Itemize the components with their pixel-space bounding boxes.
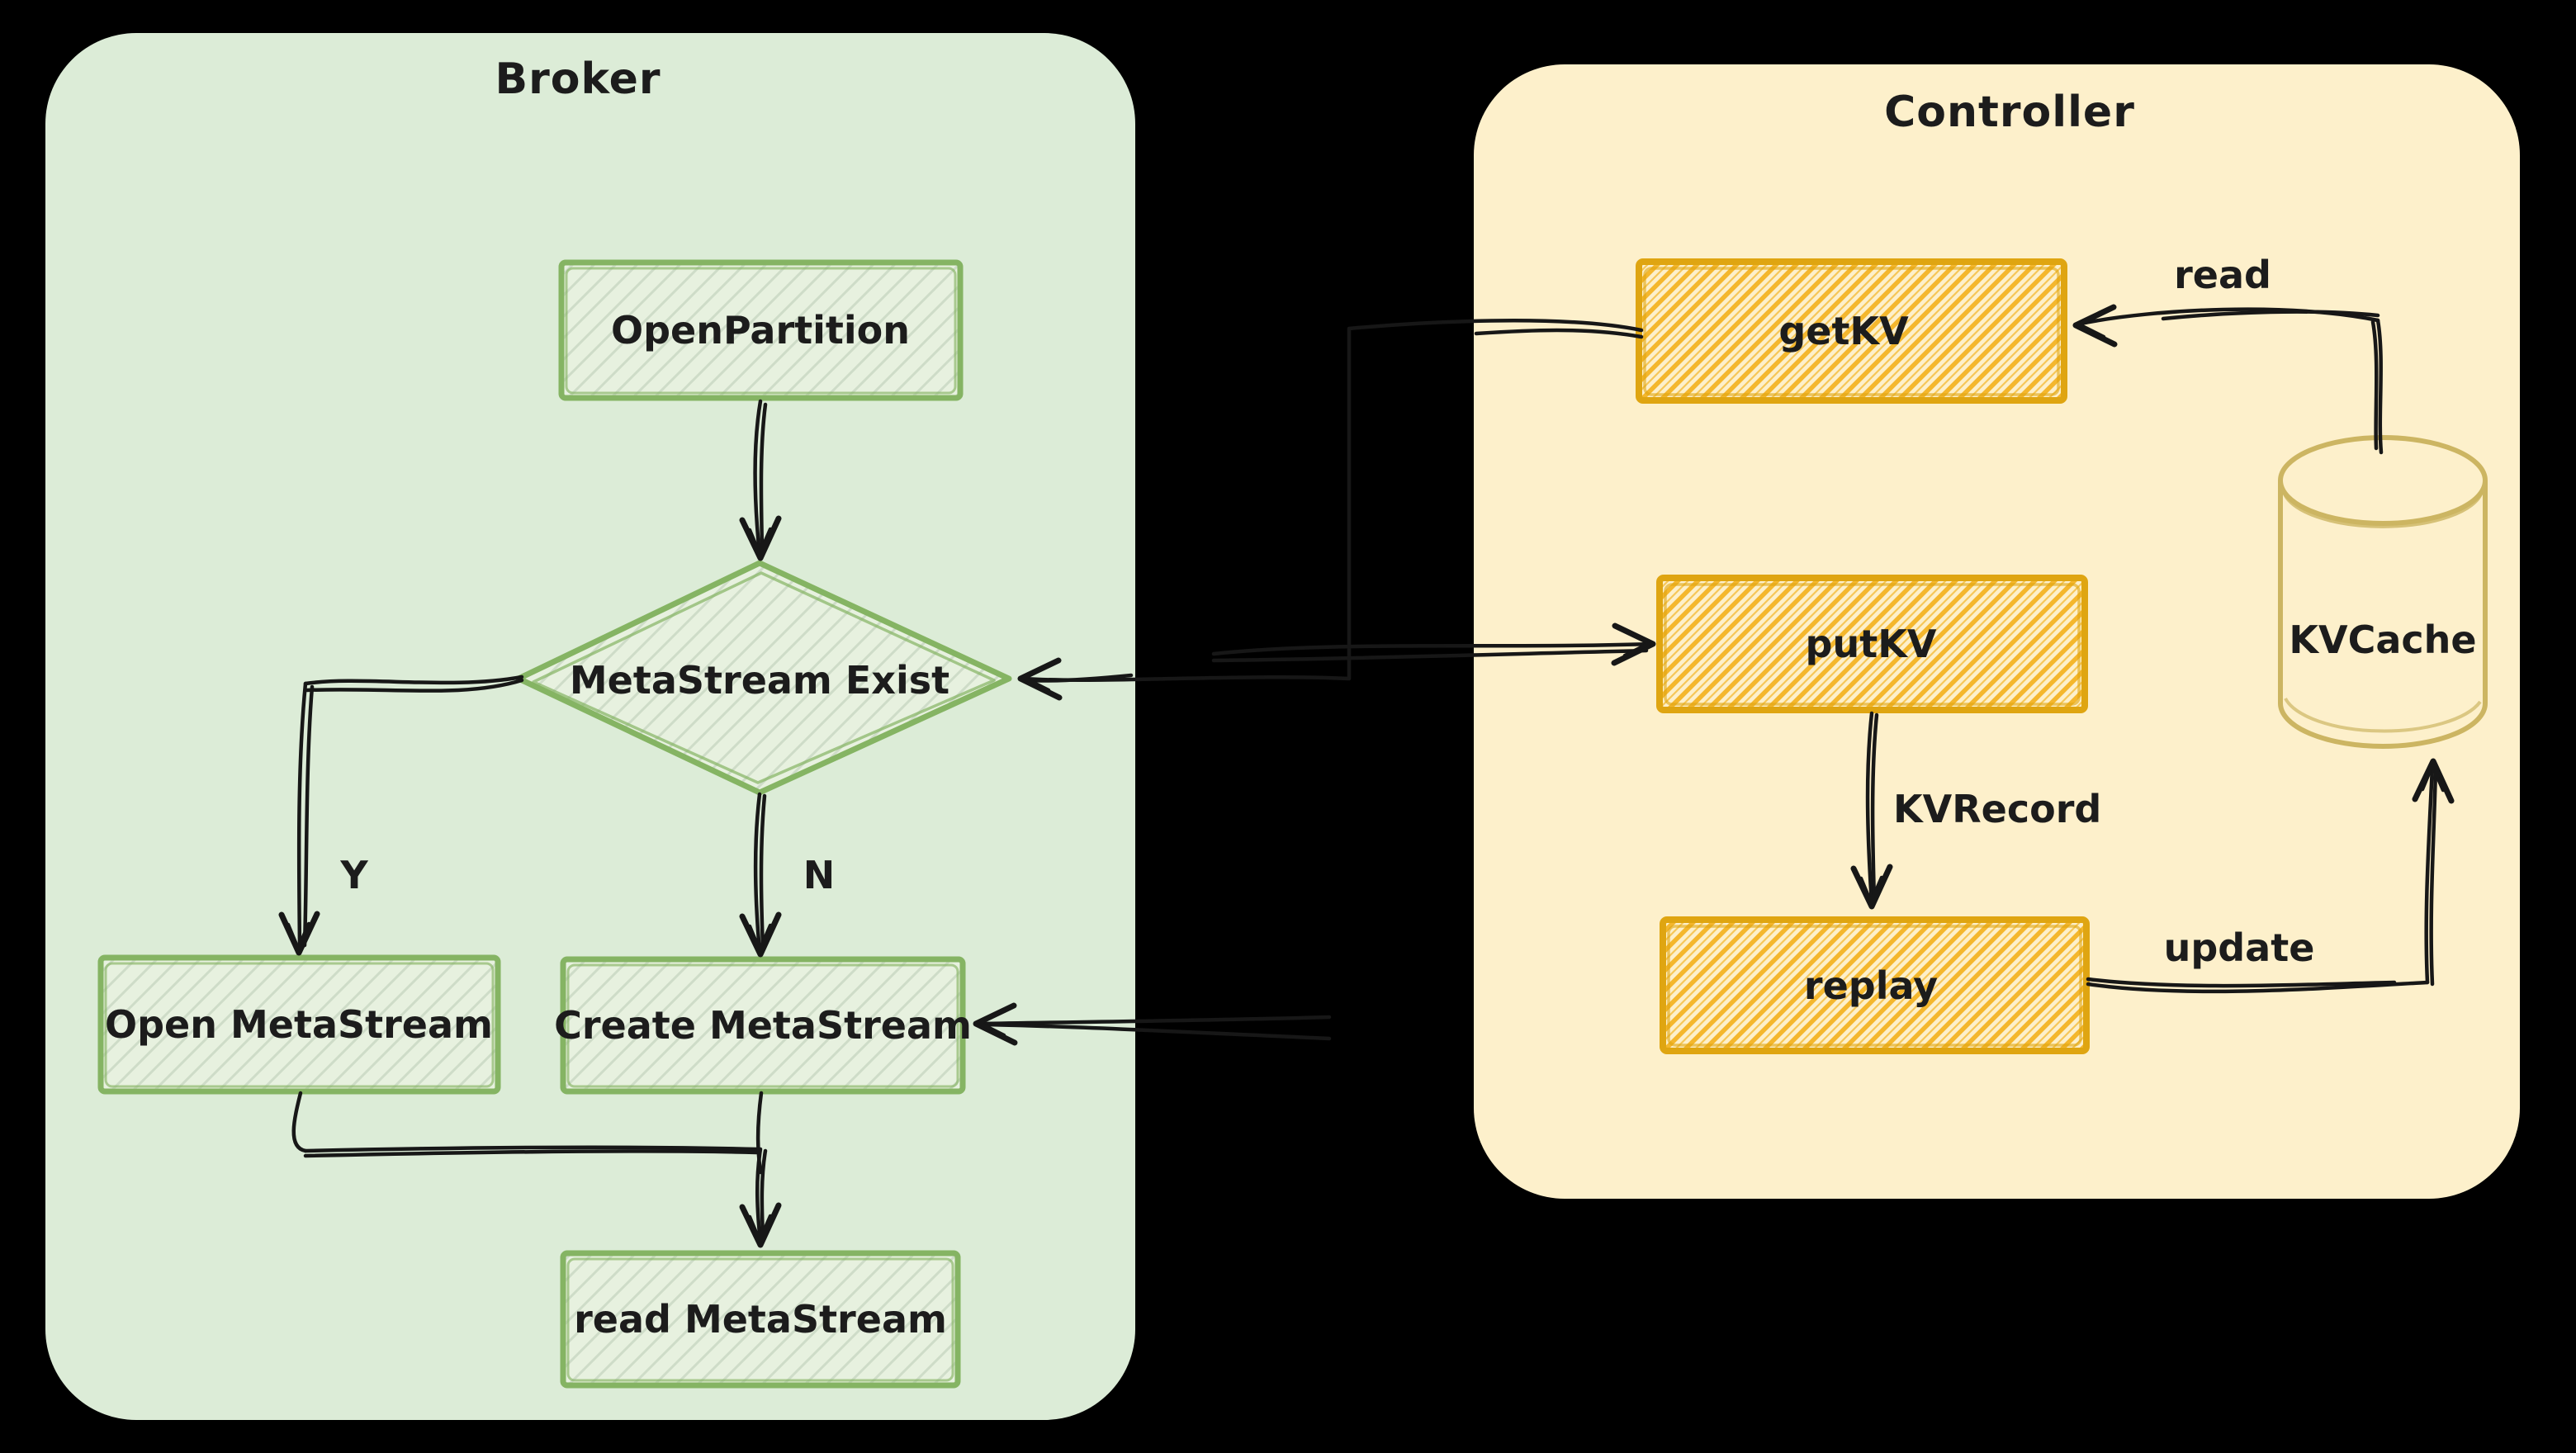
node-open-metastream-box <box>97 954 501 1095</box>
edge-label-kvrecord: KVRecord <box>1893 787 2102 831</box>
arrow-into-create-metastream <box>973 1002 1332 1046</box>
arrow-merge-to-read-metastream <box>291 1091 782 1248</box>
arrow-getkv-to-decision <box>1017 319 1644 701</box>
database-kvcache-cylinder <box>2278 435 2488 749</box>
node-putkv-box <box>1656 575 2088 713</box>
arrow-into-putkv <box>1211 622 1656 666</box>
node-read-metastream-label: read MetaStream <box>574 1297 947 1342</box>
edge-label-no: N <box>803 853 836 897</box>
node-open-partition-label: OpenPartition <box>610 308 911 353</box>
node-replay-box <box>1660 916 2090 1054</box>
node-read-metastream-box <box>560 1250 961 1389</box>
edge-label-update: update <box>2163 925 2315 970</box>
arrow-putkv-kvrecord-to-replay <box>1850 711 1893 910</box>
decision-metastream-exist-label: MetaStream Exist <box>569 658 950 703</box>
node-open-partition-box <box>558 259 964 401</box>
node-create-metastream-box <box>560 956 966 1095</box>
database-kvcache-label: KVCache <box>2289 618 2477 662</box>
arrow-decision-yes-to-open-metastream <box>278 674 524 956</box>
node-create-metastream-label: Create MetaStream <box>554 1003 972 1048</box>
arrow-replay-update-to-kvcache <box>2086 758 2455 994</box>
edge-label-read: read <box>2174 253 2271 297</box>
broker-title: Broker <box>495 54 661 104</box>
edge-label-yes: Y <box>340 853 368 897</box>
node-open-metastream-label: Open MetaStream <box>105 1002 493 1047</box>
controller-title: Controller <box>1884 88 2135 137</box>
arrow-openpartition-to-decision <box>739 399 782 561</box>
arrow-decision-no-to-create-metastream <box>739 792 782 958</box>
node-getkv-label: getKV <box>1778 309 1909 353</box>
node-putkv-label: putKV <box>1805 622 1937 666</box>
arrow-kvcache-read-to-getkv <box>2072 304 2384 455</box>
node-replay-label: replay <box>1803 963 1939 1008</box>
node-getkv-box <box>1636 258 2067 404</box>
decision-metastream-exist <box>515 560 1012 796</box>
